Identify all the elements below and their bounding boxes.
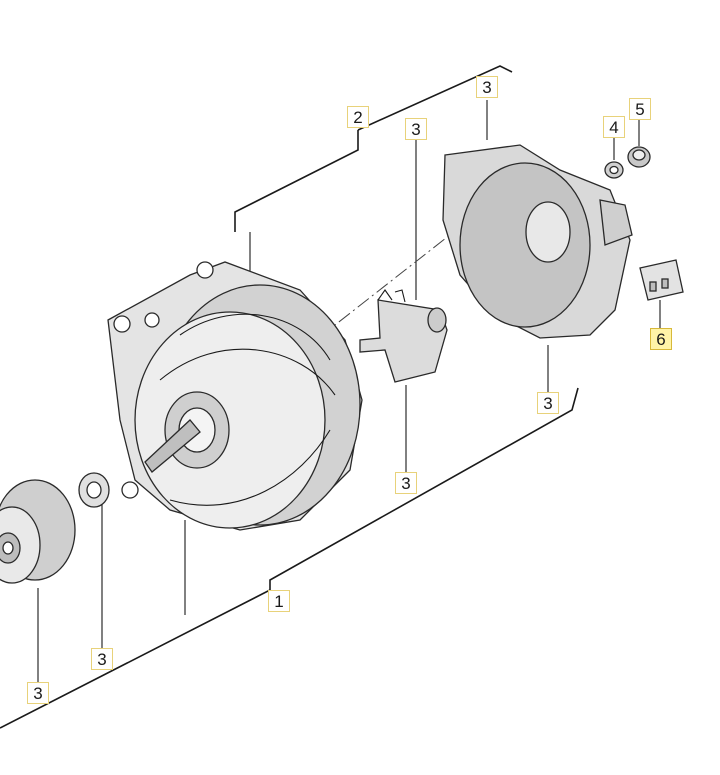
callout-1: 1 [268, 590, 290, 612]
alternator-body [107, 261, 363, 531]
callout-6: 6 [650, 328, 672, 350]
callout-3-washer: 3 [91, 648, 113, 670]
callout-5: 5 [629, 98, 651, 120]
callout-3-regulator-top: 3 [405, 118, 427, 140]
callout-3-cover-bottom: 3 [537, 392, 559, 414]
callout-2: 2 [347, 106, 369, 128]
washer [78, 472, 110, 508]
callout-4: 4 [603, 116, 625, 138]
callout-3-pulley: 3 [27, 682, 49, 704]
nut-5 [627, 146, 651, 168]
callout-3-cover-top: 3 [476, 76, 498, 98]
belt-pulley [0, 479, 76, 584]
rear-cover [442, 144, 633, 339]
nut-4 [604, 161, 624, 179]
voltage-regulator [359, 289, 448, 383]
callout-3-regulator-bottom: 3 [395, 472, 417, 494]
connector-6 [639, 259, 684, 301]
